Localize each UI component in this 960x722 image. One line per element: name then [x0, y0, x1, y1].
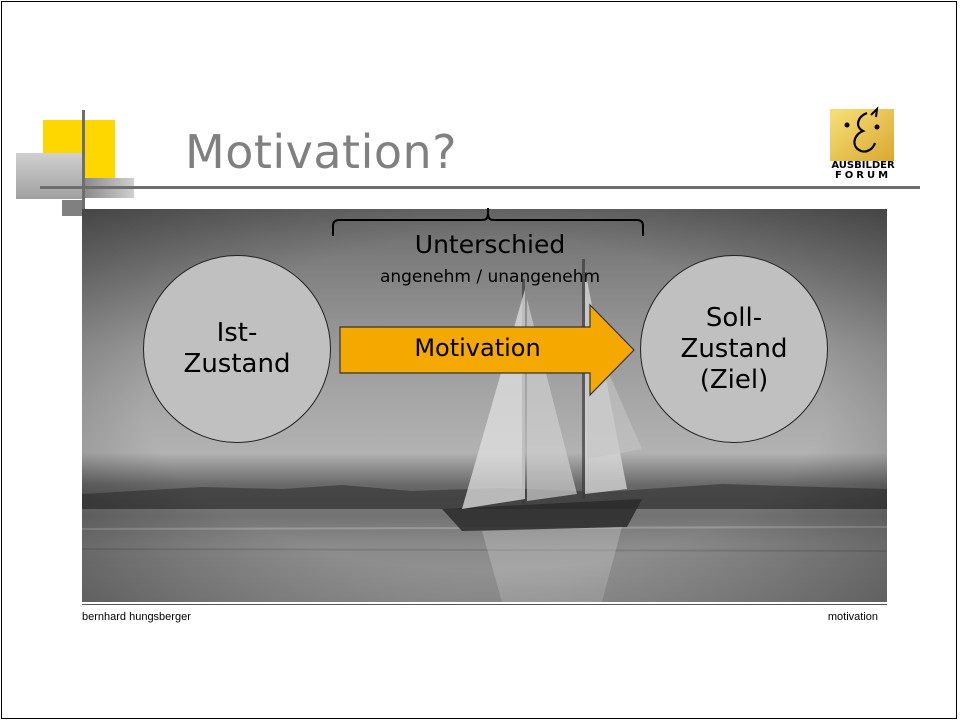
difference-sublabel: angenehm / unangenehm	[379, 267, 601, 287]
footer-divider	[82, 604, 887, 605]
footer-author: bernhard hungsberger	[82, 611, 191, 623]
target-state-line2: Zustand	[680, 333, 788, 364]
slide-title: Motivation?	[185, 125, 458, 179]
decor-gray-square	[16, 153, 83, 199]
motivation-arrow-label: Motivation	[414, 334, 541, 362]
target-state-node: Soll- Zustand (Ziel)	[640, 255, 828, 443]
title-underline	[40, 186, 920, 189]
difference-bracket	[332, 208, 644, 236]
ausbilder-forum-logo	[827, 105, 897, 185]
footer-topic: motivation	[827, 611, 878, 623]
difference-label: Unterschied	[414, 230, 566, 259]
decor-vertical-line	[82, 110, 85, 217]
logo-text: AUSBILDER FORUM	[828, 161, 898, 181]
logo-text-line2: FORUM	[834, 170, 892, 181]
motivation-arrow	[339, 303, 635, 397]
logo-text-line1: AUSBILDER	[831, 160, 895, 171]
target-state-line3: (Ziel)	[699, 364, 769, 395]
target-state-line1: Soll-	[705, 302, 763, 333]
current-state-node: Ist- Zustand	[143, 255, 331, 443]
decor-gray-small-square	[62, 200, 82, 216]
current-state-line1: Ist-	[216, 318, 258, 348]
current-state-line2: Zustand	[183, 349, 291, 379]
logo-mark-icon	[830, 106, 894, 161]
